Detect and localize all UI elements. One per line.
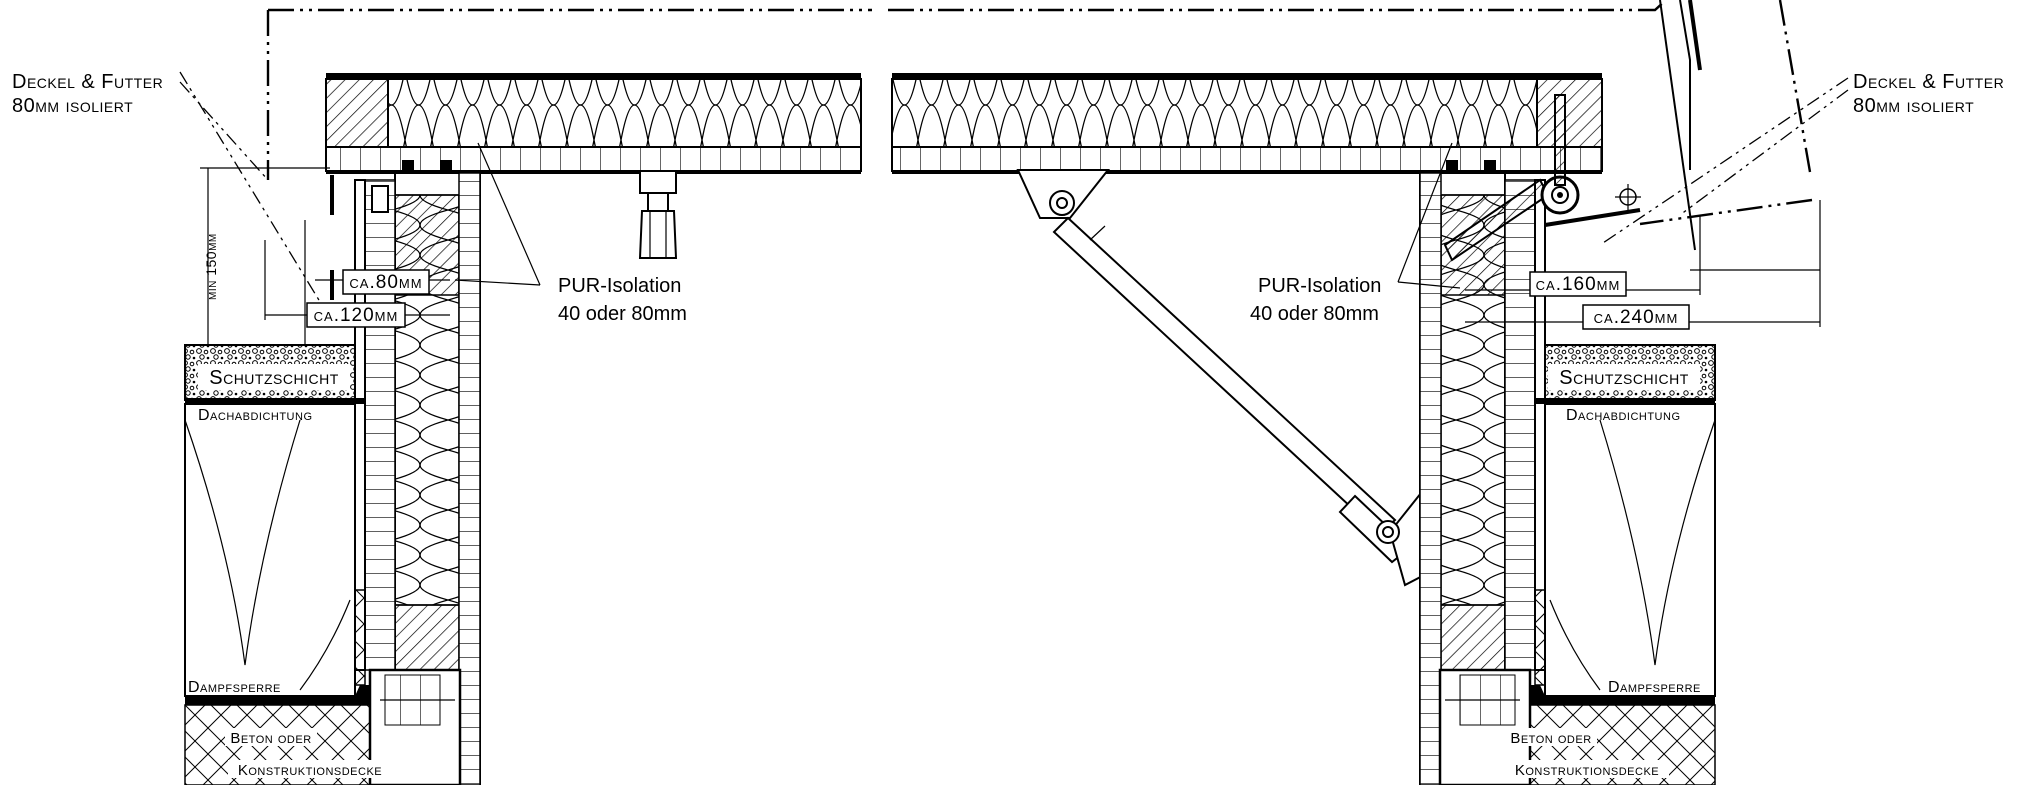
left-upstand [330, 160, 481, 785]
gas-strut [1016, 169, 1432, 587]
lid-label-left-2: 80mm isoliert [12, 95, 133, 117]
lid-label-left-1: Deckel & Futter [12, 71, 163, 93]
dampf-label-right: Dampfsperre [1608, 679, 1701, 696]
dim-box-ca240: ca.240mm [1582, 304, 1690, 330]
dach-label-left: Dachabdichtung [198, 407, 313, 424]
pur-label-left-2: 40 oder 80mm [558, 303, 687, 325]
beton-label-right-2: Konstruktionsdecke [1515, 762, 1659, 779]
min-height-label: min 150mm [203, 233, 219, 300]
svg-text:ca.160mm: ca.160mm [1536, 274, 1621, 295]
lock-mechanism [638, 170, 678, 259]
lid-left-half [325, 73, 862, 174]
pur-label-left-1: PUR-Isolation [558, 275, 681, 297]
schutz-label-right: Schutzschicht [1559, 367, 1689, 389]
dim-box-ca80: ca.80mm [342, 269, 430, 295]
lid-label-right-2: 80mm isoliert [1853, 95, 1974, 117]
dim-box-ca120: ca.120mm [306, 302, 406, 328]
beton-label-left-2: Konstruktionsdecke [238, 762, 382, 779]
lid-right-half [891, 73, 1603, 174]
lid-label-right-1: Deckel & Futter [1853, 71, 2004, 93]
right-roof-buildup [1529, 344, 1716, 785]
dim-box-ca160: ca.160mm [1529, 271, 1627, 297]
leader-lines [179, 71, 1849, 311]
schutz-label-left: Schutzschicht [209, 367, 339, 389]
beton-label-left-1: Beton oder [230, 730, 311, 747]
dach-label-right: Dachabdichtung [1566, 407, 1681, 424]
right-upstand [1419, 94, 1641, 785]
dampf-label-left: Dampfsperre [188, 679, 281, 696]
open-lid-outline [266, 0, 1820, 271]
pur-label-right-1: PUR-Isolation [1258, 275, 1381, 297]
beton-label-right-1: Beton oder [1510, 730, 1591, 747]
svg-text:ca.80mm: ca.80mm [349, 272, 422, 293]
svg-text:ca.240mm: ca.240mm [1594, 307, 1679, 328]
svg-text:ca.120mm: ca.120mm [314, 305, 399, 326]
pur-label-right-2: 40 oder 80mm [1250, 303, 1379, 325]
